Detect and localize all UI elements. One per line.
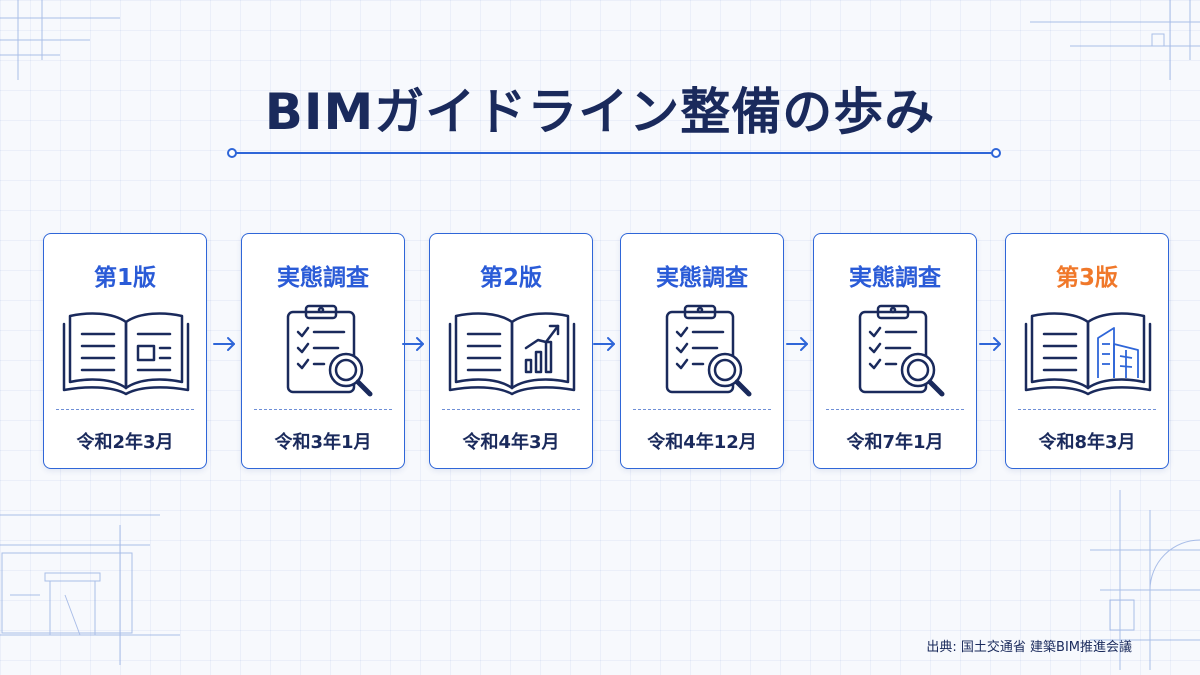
step-label: 第3版 xyxy=(1055,265,1118,291)
timeline-card-3: 第2版 令和4年3月 xyxy=(429,233,593,469)
blueprint-deco-top-right xyxy=(1030,0,1200,80)
timeline-card-1: 第1版 令和2年3月 xyxy=(43,233,207,469)
step-label: 実態調査 xyxy=(849,265,941,291)
clipboard-magnifier-icon xyxy=(286,304,373,397)
book-building-icon xyxy=(1024,312,1152,396)
step-label: 実態調査 xyxy=(277,265,369,291)
book-chart-icon xyxy=(448,312,576,396)
arrow-right-icon xyxy=(593,337,615,351)
step-label: 第1版 xyxy=(93,265,156,291)
open-book-icon xyxy=(62,312,190,396)
source-note: 出典: 国土交通省 建築BIM推進会議 xyxy=(926,640,1132,655)
blueprint-deco-bottom-right xyxy=(1090,490,1200,670)
card-divider xyxy=(56,409,194,410)
clipboard-magnifier-icon xyxy=(858,304,945,397)
step-date: 令和4年12月 xyxy=(647,432,757,453)
blueprint-deco-bottom-left xyxy=(0,514,180,665)
card-divider xyxy=(826,409,964,410)
step-label: 第2版 xyxy=(479,265,542,291)
arrow-right-icon xyxy=(402,337,424,351)
step-label: 実態調査 xyxy=(656,265,748,291)
arrow-right-icon xyxy=(786,337,808,351)
page-title: BIMガイドライン整備の歩み xyxy=(264,83,936,141)
clipboard-magnifier-icon xyxy=(665,304,752,397)
blueprint-deco-top-left xyxy=(0,0,120,80)
timeline-card-4: 実態調査 令和4年12月 xyxy=(620,233,784,469)
step-date: 令和2年3月 xyxy=(76,432,174,453)
arrow-right-icon xyxy=(979,337,1001,351)
card-divider xyxy=(633,409,771,410)
card-divider xyxy=(442,409,580,410)
step-date: 令和3年1月 xyxy=(274,432,372,453)
title-underline xyxy=(227,148,1001,158)
step-date: 令和8年3月 xyxy=(1038,432,1136,453)
arrow-right-icon xyxy=(213,337,235,351)
card-divider xyxy=(254,409,392,410)
step-date: 令和4年3月 xyxy=(462,432,560,453)
timeline-card-2: 実態調査 令和3年1月 xyxy=(241,233,405,469)
timeline-card-5: 実態調査 令和7年1月 xyxy=(813,233,977,469)
step-date: 令和7年1月 xyxy=(846,432,944,453)
card-divider xyxy=(1018,409,1156,410)
timeline-card-6: 第3版 令和8年3月 xyxy=(1005,233,1169,469)
